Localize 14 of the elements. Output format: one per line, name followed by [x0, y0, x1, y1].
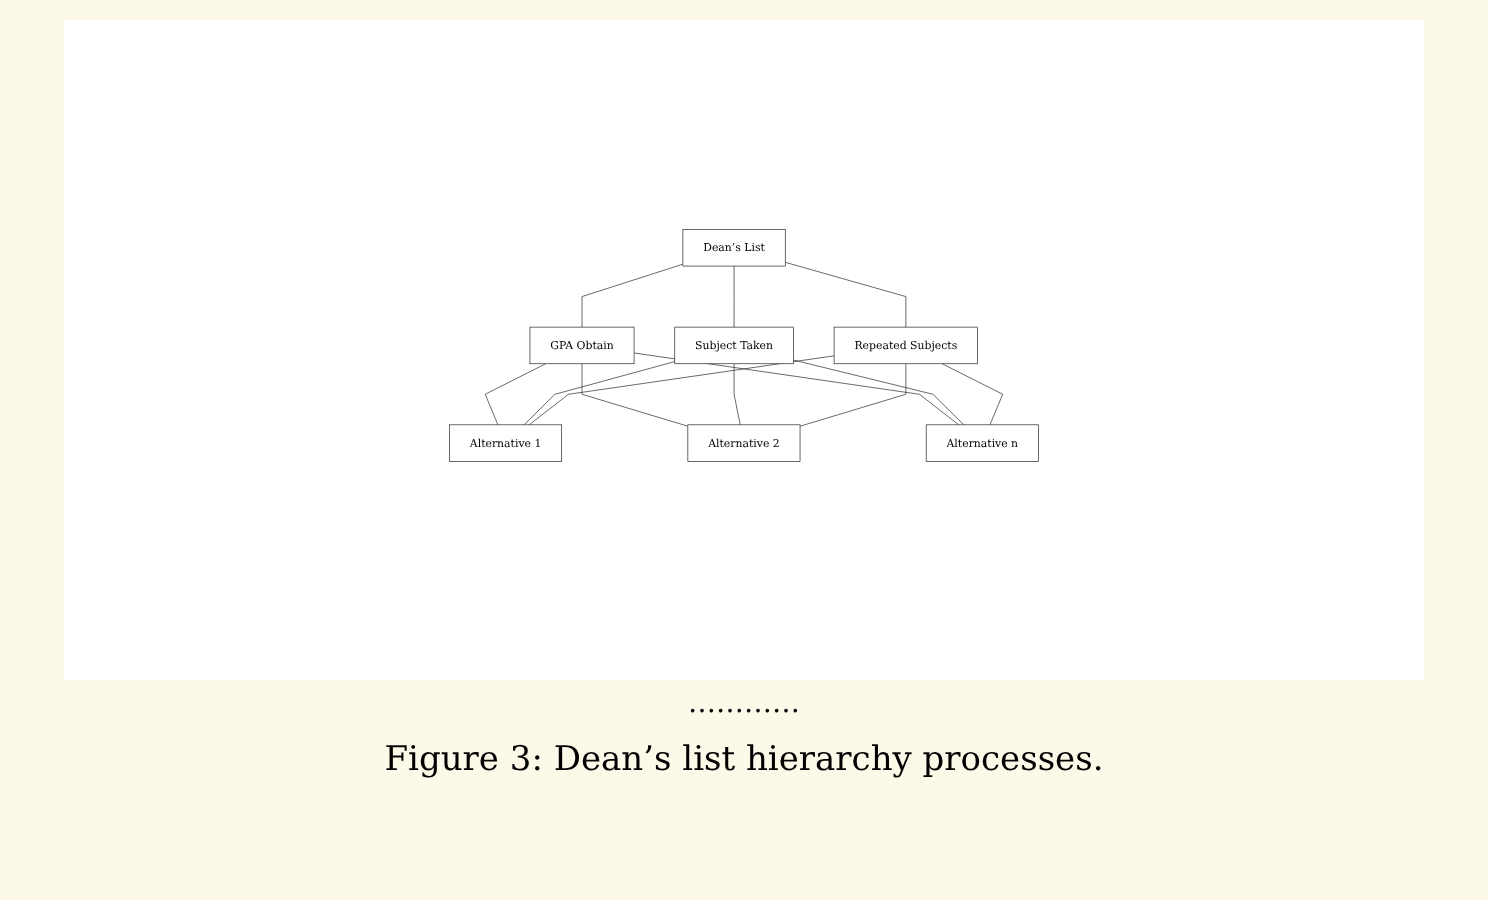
- connector: [581, 364, 689, 428]
- connector: [799, 364, 907, 428]
- connector: [793, 360, 965, 426]
- connector: [528, 356, 835, 426]
- connector: [733, 266, 735, 328]
- connector: [581, 264, 684, 328]
- connector: [784, 262, 907, 328]
- figure-caption: Figure 3: Dean’s list hierarchy processes.: [384, 740, 1104, 780]
- connector: [523, 361, 676, 426]
- connector: [633, 353, 960, 426]
- connector: [941, 364, 1004, 426]
- connector: [484, 364, 547, 426]
- connector: [733, 364, 741, 426]
- ellipsis-note: …………: [688, 688, 800, 720]
